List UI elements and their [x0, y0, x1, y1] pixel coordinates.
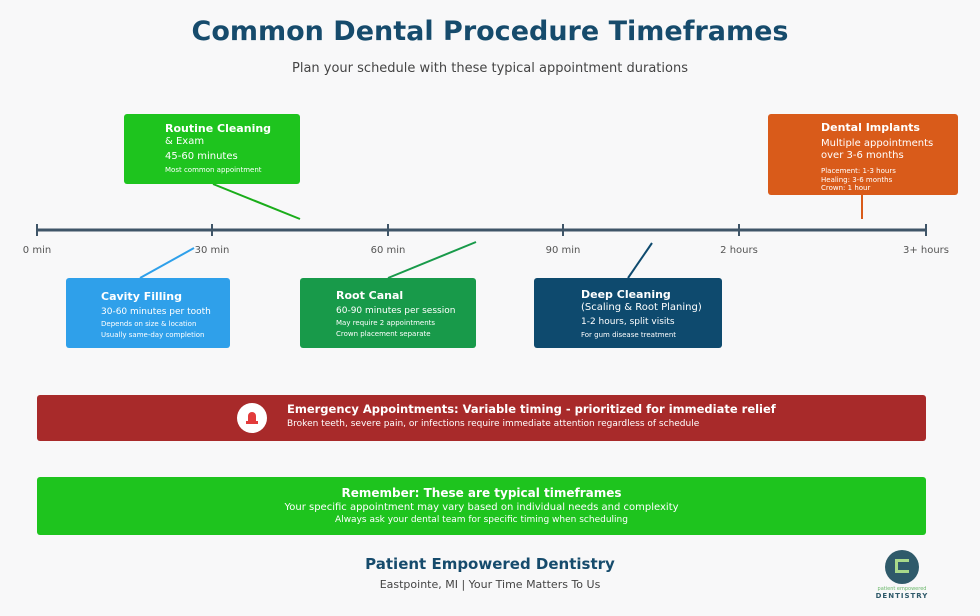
emergency-banner: Emergency Appointments: Variable timing … — [37, 395, 926, 441]
card-note: Usually same-day completion — [101, 330, 205, 339]
logo-text: DENTISTRY — [875, 592, 929, 600]
page-title: Common Dental Procedure Timeframes — [191, 16, 789, 47]
card-routine-cleaning: Routine Cleaning & Exam 45-60 minutes Mo… — [124, 114, 300, 184]
footer-title: Patient Empowered Dentistry — [365, 555, 615, 573]
logo-text: patient empowered — [877, 586, 927, 592]
connector-deep-cleaning — [627, 242, 653, 279]
card-note: Placement: 1-3 hours — [821, 166, 896, 175]
card-dental-implants: Dental Implants Multiple appointments ov… — [768, 114, 958, 195]
card-deep-cleaning: Deep Cleaning (Scaling & Root Planing) 1… — [534, 278, 722, 348]
card-note: May require 2 appointments — [336, 319, 436, 327]
card-title: Dental Implants — [821, 121, 920, 134]
card-duration-2: over 3-6 months — [821, 150, 904, 162]
footer-subtitle: Eastpointe, MI | Your Time Matters To Us — [379, 578, 601, 591]
connector-root-canal — [387, 241, 477, 279]
tick-label: 3+ hours — [902, 245, 950, 256]
card-subtitle: (Scaling & Root Planing) — [581, 301, 702, 313]
card-note: Most common appointment — [165, 165, 262, 174]
card-duration: Multiple appointments — [821, 137, 934, 149]
card-duration: 30-60 minutes per tooth — [101, 306, 211, 317]
tick-label: 90 min — [545, 245, 581, 256]
card-note: Crown: 1 hour — [821, 184, 871, 193]
card-note: Depends on size & location — [101, 320, 197, 328]
tick-label: 0 min — [22, 245, 52, 256]
card-duration: 1-2 hours, split visits — [581, 317, 675, 328]
card-title: Cavity Filling — [101, 290, 182, 303]
logo: patient empowered DENTISTRY — [862, 550, 942, 602]
card-cavity-filling: Cavity Filling 30-60 minutes per tooth D… — [66, 278, 230, 348]
remember-title: Remember: These are typical timeframes — [341, 486, 622, 500]
card-title: Deep Cleaning — [581, 288, 671, 301]
remember-line-2: Always ask your dental team for specific… — [335, 515, 628, 525]
tick-label: 2 hours — [720, 245, 758, 256]
remember-banner: Remember: These are typical timeframes Y… — [37, 477, 926, 535]
card-note: Crown placement separate — [336, 329, 431, 338]
emergency-title: Emergency Appointments: Variable timing … — [287, 402, 776, 416]
emergency-text: Broken teeth, severe pain, or infections… — [287, 419, 700, 429]
connector-routine — [212, 183, 301, 220]
card-note: Healing: 3-6 months — [821, 175, 893, 184]
siren-icon — [237, 403, 267, 433]
connector-cavity — [139, 247, 195, 279]
card-root-canal: Root Canal 60-90 minutes per session May… — [300, 278, 476, 348]
remember-line-1: Your specific appointment may vary based… — [284, 502, 679, 513]
card-note: For gum disease treatment — [581, 330, 677, 339]
card-title: Routine Cleaning — [165, 122, 272, 135]
tick-label: 60 min — [370, 245, 406, 256]
card-subtitle: & Exam — [165, 135, 205, 147]
page-subtitle: Plan your schedule with these typical ap… — [292, 61, 688, 76]
card-duration: 60-90 minutes per session — [336, 305, 456, 316]
card-title: Root Canal — [336, 289, 404, 302]
tick-label: 30 min — [194, 245, 230, 256]
card-duration: 45-60 minutes — [165, 151, 238, 163]
